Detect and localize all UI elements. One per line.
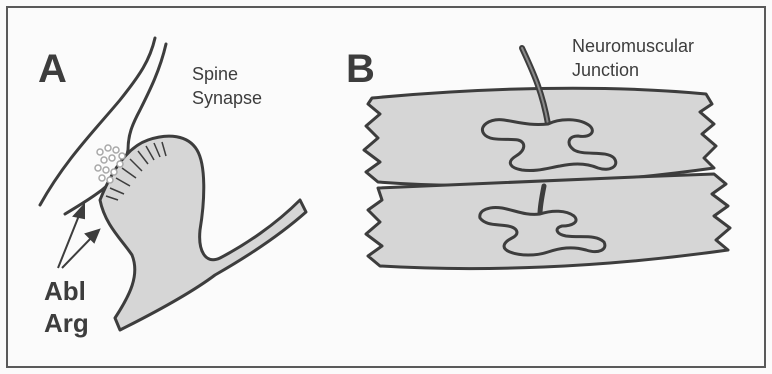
nmj-caption-line1: Neuromuscular: [572, 36, 694, 56]
spine-caption-line1: Spine: [192, 64, 238, 84]
panel-b-letter: B: [346, 47, 375, 91]
spine-caption-line2: Synapse: [192, 88, 262, 108]
panel-a-letter: A: [38, 47, 67, 91]
abl-label: Abl: [44, 276, 86, 306]
arg-label: Arg: [44, 308, 89, 338]
nmj-caption-line2: Junction: [572, 60, 639, 80]
dendritic-spine: [100, 136, 306, 330]
